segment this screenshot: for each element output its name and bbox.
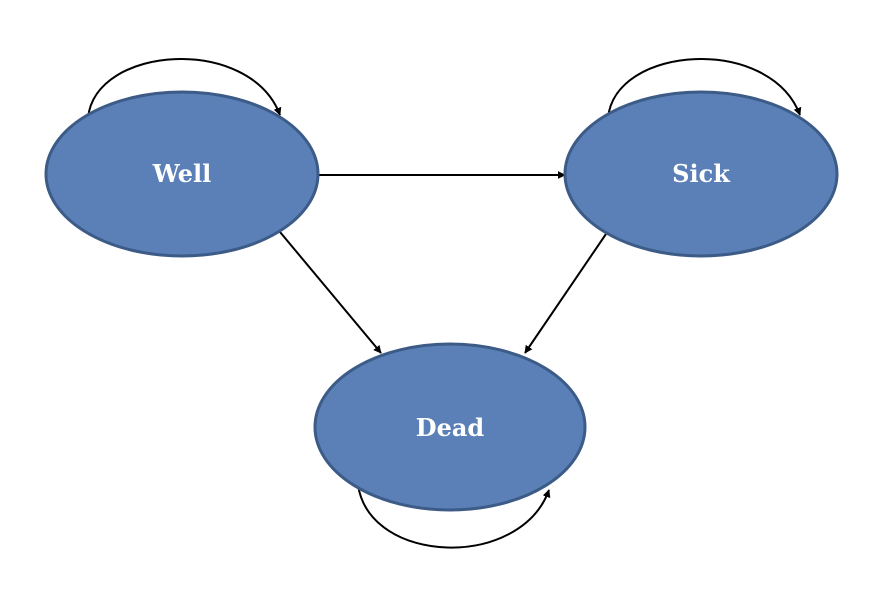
node-sick: Sick: [563, 90, 839, 258]
node-sick-shape: [563, 90, 839, 258]
node-well: Well: [44, 90, 320, 258]
node-well-shape: [44, 90, 320, 258]
node-dead-shape: [313, 342, 587, 512]
node-sick-label: Sick: [672, 159, 731, 188]
edge-well-dead: [279, 231, 382, 354]
edge-dead-dead: [357, 484, 551, 549]
edge-sick-dead: [524, 233, 607, 354]
edge-well-well: [87, 58, 282, 119]
node-well-label: Well: [152, 159, 212, 188]
node-dead: Dead: [313, 342, 587, 512]
edge-sick-sick: [607, 58, 802, 119]
node-dead-label: Dead: [416, 413, 485, 442]
